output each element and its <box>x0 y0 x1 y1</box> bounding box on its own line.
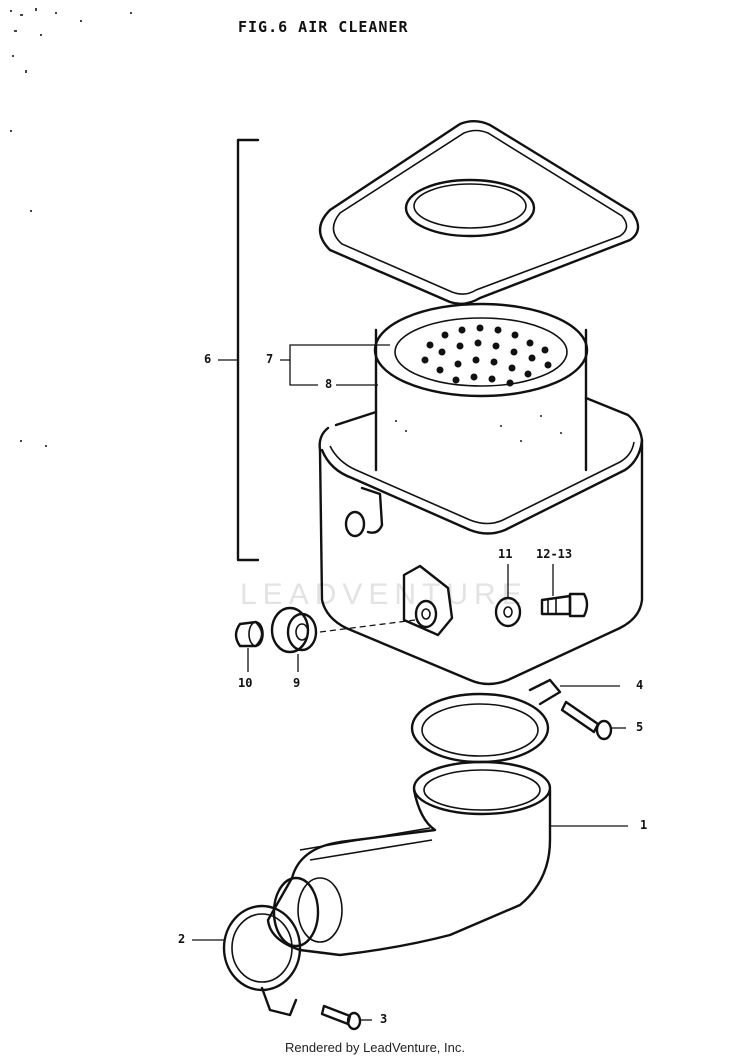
clamp-4 <box>410 678 562 764</box>
grommet-9 <box>270 606 318 654</box>
callout-1: 1 <box>640 818 648 832</box>
filter-element <box>373 302 589 472</box>
cleaner-case <box>318 396 644 686</box>
callout-11: 11 <box>498 547 513 561</box>
elbow-hose-1 <box>266 760 552 957</box>
callout-5: 5 <box>636 720 644 734</box>
watermark-text: LEADVENTURE <box>240 578 528 611</box>
screw-5 <box>560 700 613 741</box>
clamp-2 <box>222 904 302 1017</box>
figure-title: FIG.6 AIR CLEANER <box>238 18 409 36</box>
screw-3 <box>320 1004 362 1031</box>
collar-10 <box>234 620 264 648</box>
callout-12-13: 12-13 <box>536 547 573 561</box>
footer-credit: Rendered by LeadVenture, Inc. <box>285 1040 465 1055</box>
assembly-bracket-6 <box>218 138 260 562</box>
callout-8: 8 <box>325 377 333 391</box>
filter-perforations <box>421 324 552 387</box>
washer-11 <box>494 596 522 628</box>
bolt-12-13 <box>540 592 589 618</box>
axis-line-9-11 <box>319 619 416 633</box>
callout-3: 3 <box>380 1012 388 1026</box>
callout-6: 6 <box>204 352 212 366</box>
cleaner-lid <box>318 120 640 305</box>
callout-9: 9 <box>293 676 301 690</box>
scan-noise <box>10 8 132 447</box>
callout-4: 4 <box>636 678 644 692</box>
callout-7: 7 <box>266 352 274 366</box>
leader-lines <box>192 344 628 1021</box>
callout-10: 10 <box>238 676 253 690</box>
callout-2: 2 <box>178 932 186 946</box>
